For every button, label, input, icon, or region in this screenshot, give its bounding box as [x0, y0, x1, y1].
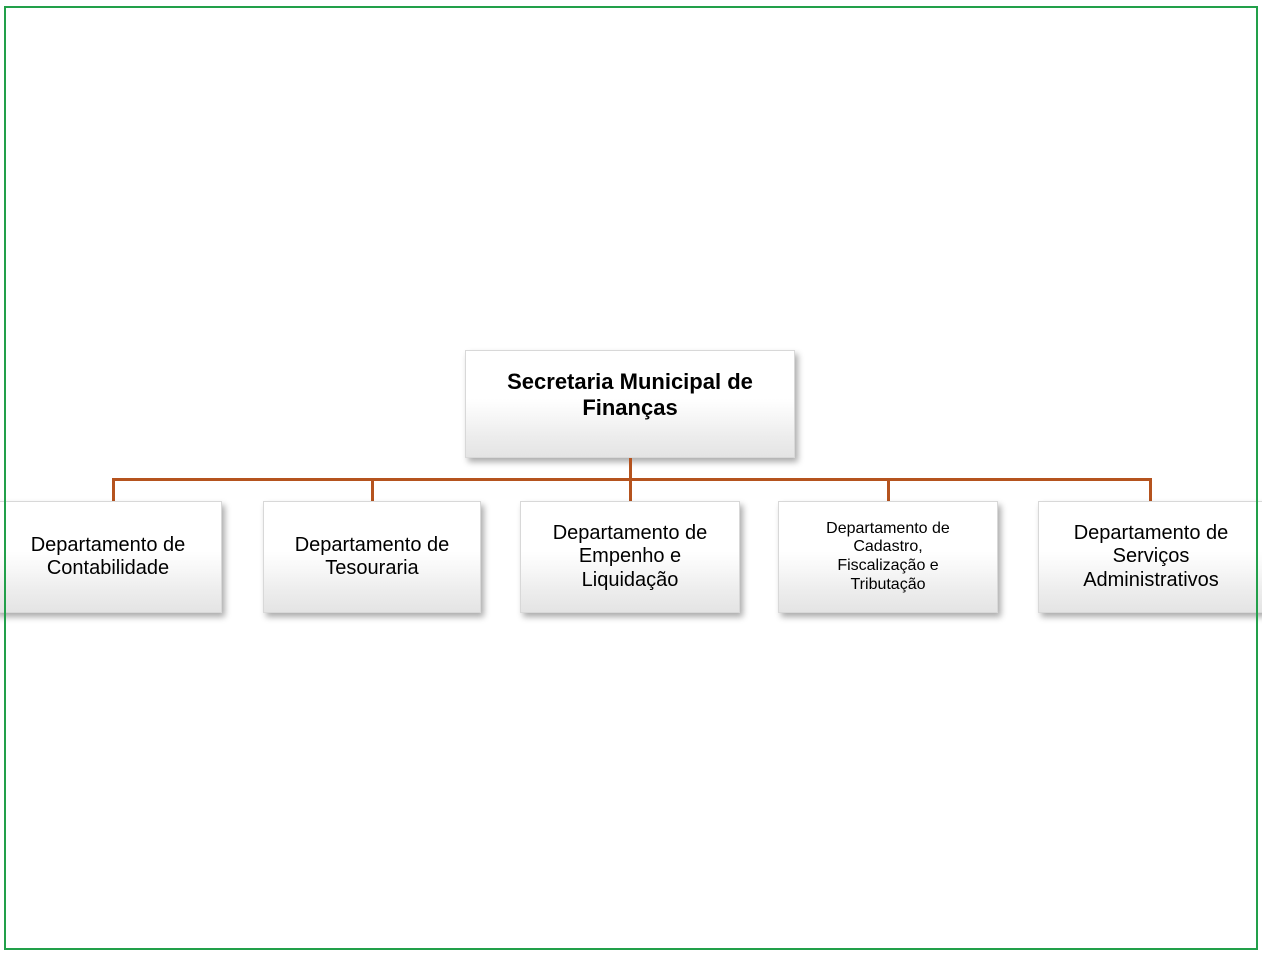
org-node-dept-tesouraria-label: Departamento de Tesouraria: [294, 533, 450, 579]
org-node-dept-contabilidade[interactable]: Departamento de Contabilidade: [0, 501, 222, 613]
connector-root-stem: [629, 458, 632, 480]
org-node-dept-tesouraria[interactable]: Departamento de Tesouraria: [263, 501, 481, 613]
org-node-dept-servicos-administrativos-label: Departamento de Serviços Administrativos: [1073, 522, 1229, 591]
org-node-dept-empenho-liquidacao-label: Departamento de Empenho e Liquidação: [552, 522, 708, 591]
connector-stem-child-2: [629, 478, 632, 503]
connector-stem-child-1: [371, 478, 374, 503]
org-node-dept-cadastro-fiscalizacao-tributacao[interactable]: Departamento de Cadastro, Fiscalização e…: [778, 501, 998, 613]
org-node-dept-cadastro-fiscalizacao-tributacao-label: Departamento de Cadastro, Fiscalização e…: [826, 519, 950, 593]
org-node-root[interactable]: Secretaria Municipal de Finanças: [465, 350, 795, 458]
org-node-dept-servicos-administrativos[interactable]: Departamento de Serviços Administrativos: [1038, 501, 1262, 613]
connector-stem-child-4: [1149, 478, 1152, 503]
connector-stem-child-0: [112, 478, 115, 503]
connector-horizontal-bus: [112, 478, 1152, 481]
org-node-root-label: Secretaria Municipal de Finanças: [507, 369, 753, 420]
connector-stem-child-3: [887, 478, 890, 503]
org-node-dept-empenho-liquidacao[interactable]: Departamento de Empenho e Liquidação: [520, 501, 740, 613]
org-node-dept-contabilidade-label: Departamento de Contabilidade: [30, 533, 186, 579]
